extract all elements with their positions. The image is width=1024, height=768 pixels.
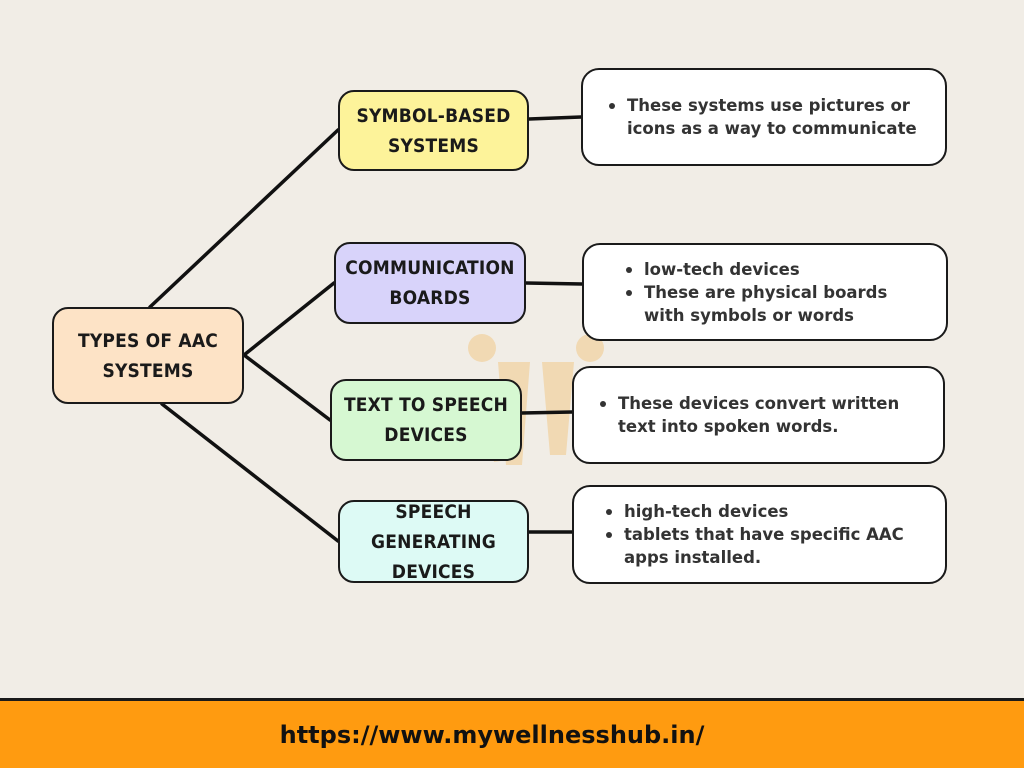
bullet-item: These devices convert written text into … (600, 392, 923, 438)
connector-root-branch-1 (148, 128, 340, 309)
bullet-item: These systems use pictures or icons as a… (609, 96, 917, 138)
bullet-item: These are physical boards with symbols o… (626, 281, 914, 327)
connector-root-branch-2 (242, 281, 336, 357)
root-node: TYPES OF AAC SYSTEMS (52, 307, 244, 404)
connector-branch-1-desc (527, 115, 583, 121)
connector-root-branch-3 (242, 353, 332, 422)
branch-text-to-speech-devices: TEXT TO SPEECH DEVICES (330, 379, 522, 461)
description-box-symbol-based: These systems use pictures or icons as a… (581, 68, 947, 166)
footer-bar: https://www.mywellnesshub.in/ (0, 698, 1024, 768)
branch-symbol-based-systems: SYMBOL-BASED SYSTEMS (338, 90, 529, 171)
description-box-communication-boards: low-tech devices These are physical boar… (582, 243, 948, 341)
bullet-item: high-tech devices (606, 500, 929, 523)
connector-root-branch-4 (160, 402, 340, 543)
bullet-item: low-tech devices (626, 258, 914, 281)
description-box-text-to-speech: These devices convert written text into … (572, 366, 945, 464)
bullet-item: tablets that have specific AAC apps inst… (606, 523, 929, 569)
footer-url-link[interactable]: https://www.mywellnesshub.in/ (279, 720, 705, 749)
connector-branch-3-desc (520, 410, 574, 415)
branch-communication-boards: COMMUNICATION BOARDS (334, 242, 526, 324)
description-box-speech-generating: high-tech devices tablets that have spec… (572, 485, 947, 584)
connector-branch-2-desc (524, 281, 584, 286)
branch-speech-generating-devices: SPEECH GENERATING DEVICES (338, 500, 529, 583)
